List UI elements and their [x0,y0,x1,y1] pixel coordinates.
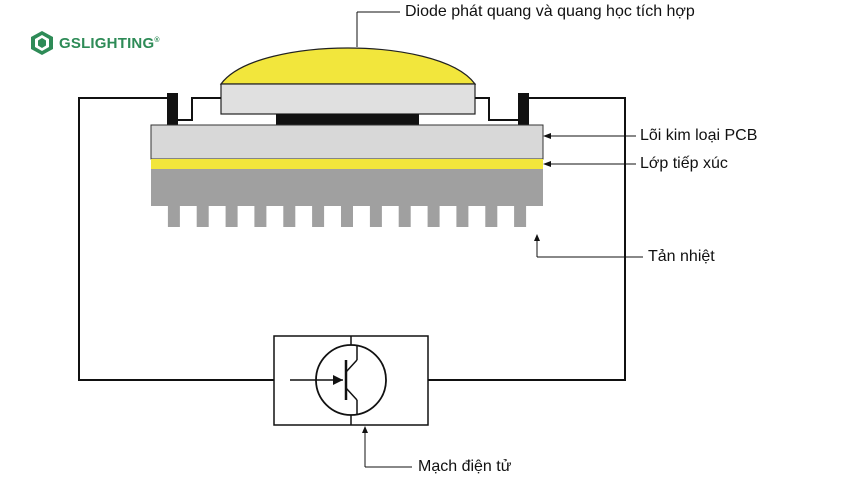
interface-layer [151,159,543,169]
label-interface-layer: Lớp tiếp xúc [640,155,728,172]
led-chip [276,114,419,125]
brand-name: GSLIGHTING® [59,34,160,52]
right-lead-wire [475,97,521,121]
heat-sink [151,169,543,227]
callout-led-optics [356,11,400,47]
pcb-core [150,124,544,160]
callout-circuit [362,426,412,468]
callout-heat-sink [534,234,643,258]
transistor-symbol-icon [290,344,387,416]
label-circuit: Mạch điện tử [418,458,512,475]
circuit-wire [78,97,626,381]
lens-base [220,83,476,115]
led-dome [219,47,477,85]
registered-mark: ® [154,36,160,44]
label-led-optics: Diode phát quang và quang học tích hợp [405,3,695,20]
label-heat-sink: Tản nhiệt [648,248,715,265]
brand-logo: GSLIGHTING® [30,30,160,56]
left-lead-wire [175,97,221,121]
label-pcb-core: Lõi kim loại PCB [640,127,758,144]
gs-cube-logo-icon [31,31,53,55]
left-terminal [167,93,178,126]
right-terminal [518,93,529,126]
callout-pcb-core [543,133,636,139]
callout-interface-layer [543,161,636,167]
